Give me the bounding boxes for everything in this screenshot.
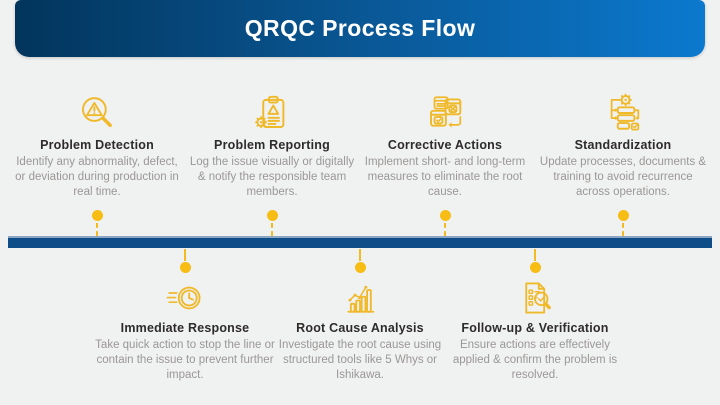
timeline-dash — [622, 223, 624, 236]
timeline-dash — [444, 223, 446, 236]
timeline-dash — [271, 223, 273, 236]
step-root-cause-analysis: Root Cause Analysis Investigate the root… — [267, 277, 453, 384]
timeline-bar — [8, 236, 712, 248]
step-follow-up-verification: Follow-up & Verification Ensure actions … — [442, 277, 628, 384]
timeline-dot — [354, 262, 366, 273]
step-description: Investigate the root cause using structu… — [278, 339, 442, 382]
step-title: Corrective Actions — [387, 138, 503, 152]
timeline-dot — [529, 262, 541, 273]
timeline-dash — [359, 249, 361, 261]
timeline-dot — [266, 210, 278, 221]
step-corrective-actions: Corrective Actions Implement short- and … — [359, 90, 531, 201]
bar-chart-trend-icon — [267, 277, 453, 319]
step-description: Identify any abnormality, defect, or dev… — [15, 156, 179, 199]
timeline-dot — [617, 210, 629, 221]
step-standardization: Standardization Update processes, docume… — [537, 90, 709, 201]
step-title: Root Cause Analysis — [296, 321, 424, 335]
timeline-dot — [91, 210, 103, 221]
step-title: Immediate Response — [120, 321, 250, 335]
header-banner: QRQC Process Flow — [15, 0, 705, 57]
timeline-dot — [179, 262, 191, 273]
step-description: Log the issue visually or digitally & no… — [189, 156, 355, 199]
step-description: Take quick action to stop the line or co… — [95, 339, 275, 382]
step-description: Ensure actions are effectively applied &… — [452, 339, 618, 382]
timeline-dash — [534, 249, 536, 261]
step-problem-detection: Problem Detection Identify any abnormali… — [11, 90, 183, 201]
clipboard-alert-gear-icon — [186, 90, 358, 136]
step-description: Implement short- and long-term measures … — [364, 156, 526, 199]
timeline-dot — [439, 210, 451, 221]
workflow-gear-icon — [537, 90, 709, 136]
fast-clock-icon — [92, 277, 278, 319]
timeline-dash — [184, 249, 186, 261]
magnifier-alert-icon — [11, 90, 183, 136]
step-title: Problem Reporting — [214, 138, 330, 152]
step-description: Update processes, documents & training t… — [539, 156, 707, 199]
step-title: Problem Detection — [40, 138, 154, 152]
document-verify-magnifier-icon — [442, 277, 628, 319]
step-title: Standardization — [574, 138, 672, 152]
swap-windows-check-icon — [359, 90, 531, 136]
step-immediate-response: Immediate Response Take quick action to … — [92, 277, 278, 384]
page-title: QRQC Process Flow — [244, 15, 476, 41]
step-title: Follow-up & Verification — [461, 321, 609, 335]
timeline-dash — [96, 223, 98, 236]
step-problem-reporting: Problem Reporting Log the issue visually… — [186, 90, 358, 201]
